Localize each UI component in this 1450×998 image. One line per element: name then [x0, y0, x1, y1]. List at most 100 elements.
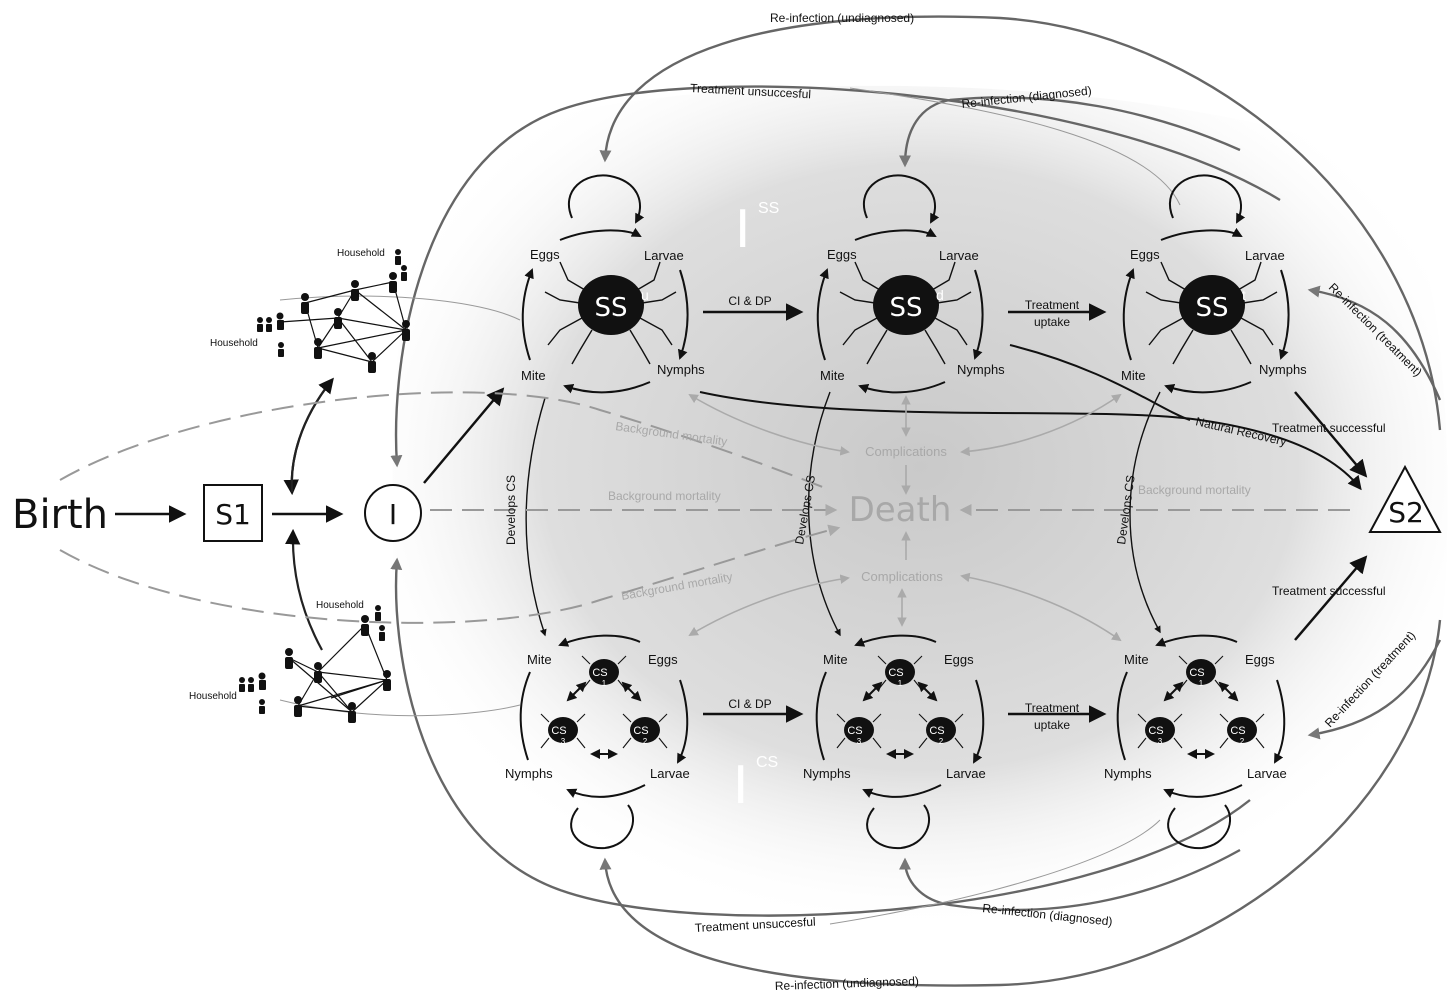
cst-lifecycle: CS CS CS 1 3 2 Mite Eggs Larvae Nymphs [1104, 634, 1287, 850]
cst-mite: Mite [1124, 652, 1149, 667]
ssd-lifecycle: SS d Eggs Larvae Nymphs Mite [816, 174, 1005, 394]
iss-label: I [735, 200, 750, 260]
cst-cs1: CS [1189, 667, 1204, 679]
ssd-larvae: Larvae [939, 248, 979, 263]
sst-sup: t [1242, 287, 1246, 303]
csu-n1: 1 [602, 679, 607, 688]
cst-eggs: Eggs [1245, 652, 1275, 667]
reinfection-diagnosed-top-arc [899, 96, 1241, 168]
ssu-larvae: Larvae [644, 248, 684, 263]
s1-label: S1 [215, 498, 251, 531]
ci-dp-bottom-label: CI & DP [728, 697, 771, 711]
reinfection-undiagnosed-bottom-arc [599, 619, 1442, 987]
household-network-top: Household Household [210, 248, 410, 373]
i-circle [364, 484, 422, 542]
bg-mortality-bottom-line [59, 524, 841, 624]
sst-nymphs: Nymphs [1259, 362, 1307, 377]
ssu-mite: Mite [521, 368, 546, 383]
treatment-successful-top-label: Treatment successful [1272, 421, 1386, 435]
household-network-bottom: Household Household [189, 600, 391, 723]
reinfection-undiagnosed-top-label: Re-infection (undiagnosed) [770, 11, 914, 25]
treatment-unsuccessful-top-thin [849, 87, 1181, 206]
ics-superscript: CS [756, 754, 778, 771]
bg-mortality-top-line [59, 391, 831, 491]
ssu-eggs: Eggs [530, 247, 560, 262]
cst-cs3: CS [1148, 725, 1163, 737]
csd-cs2: CS [929, 725, 944, 737]
ssd-ss-text: SS [889, 293, 922, 323]
csd-n2: 2 [939, 737, 944, 746]
s1-box [203, 484, 263, 542]
ics-label: I [733, 756, 748, 816]
cst-mites-icon [1137, 655, 1265, 749]
treatment-unsuccessful-bottom-thin [829, 819, 1161, 925]
csd-cs3: CS [847, 725, 862, 737]
complications-bottom-label: Complications [861, 569, 943, 584]
csd-n3: 3 [857, 737, 862, 746]
treatment-uptake-top-2: uptake [1034, 315, 1070, 329]
csd-larvae: Larvae [946, 766, 986, 781]
ssd-mite: Mite [820, 368, 845, 383]
develops-cs-3-arrow [1129, 391, 1161, 634]
csu-complications-arrow [688, 574, 850, 636]
reinfection-treatment-top-arc [1307, 285, 1442, 401]
csu-larvae: Larvae [650, 766, 690, 781]
csu-n2: 2 [643, 737, 648, 746]
death-label: Death [849, 490, 952, 530]
csu-cs2: CS [633, 725, 648, 737]
household-label-4: Household [189, 691, 237, 702]
network-bottom-to-s1-arrow [284, 528, 323, 651]
ssu-lifecycle: SS u Eggs Larvae Nymphs Mite [521, 174, 705, 394]
sst-larvae: Larvae [1245, 248, 1285, 263]
csu-cs1: CS [592, 667, 607, 679]
cst-cs2: CS [1230, 725, 1245, 737]
sst-eggs: Eggs [1130, 247, 1160, 262]
csd-eggs: Eggs [944, 652, 974, 667]
ssu-sup: u [641, 287, 649, 303]
sst-complications-arrow [960, 393, 1122, 457]
main-flow-arrows [115, 303, 1368, 723]
csu-nymphs: Nymphs [505, 766, 553, 781]
bg-mortality-right-label: Background mortality [1138, 483, 1251, 497]
reinfection-undiagnosed-top-arc [599, 15, 1442, 431]
ssd-mite-icon [873, 275, 939, 335]
i-to-ssu-arrow [423, 387, 505, 484]
ssu-nymphs: Nymphs [657, 362, 705, 377]
reinfection-diagnosed-bottom-arc [899, 848, 1241, 912]
sst-to-s2-arrow [1294, 391, 1368, 478]
csd-cs1: CS [888, 667, 903, 679]
ssd-nymphs: Nymphs [957, 362, 1005, 377]
develops-cs-1-arrow [525, 397, 547, 637]
treatment-unsuccessful-top-label: Treatment unsuccesful [690, 81, 812, 101]
treatment-uptake-top-1: Treatment [1025, 298, 1080, 312]
csu-cs3: CS [551, 725, 566, 737]
iss-superscript: SS [758, 200, 779, 217]
ssd-eggs: Eggs [827, 247, 857, 262]
ssu-mite-icon [578, 275, 644, 335]
sst-ss-text: SS [1195, 293, 1228, 323]
cst-complications-arrow [960, 572, 1122, 642]
csd-lifecycle: CS CS CS 1 3 2 Mite Eggs Larvae Nymphs [803, 634, 986, 850]
natural-recovery-branch [1009, 344, 1191, 421]
csu-mite: Mite [527, 652, 552, 667]
develops-cs-1-label: Develops CS [504, 475, 518, 545]
cst-nymphs: Nymphs [1104, 766, 1152, 781]
treatment-uptake-bottom-2: uptake [1034, 718, 1070, 732]
household-label-3: Household [316, 600, 364, 611]
cst-n1: 1 [1199, 679, 1204, 688]
cst-n3: 3 [1158, 737, 1163, 746]
csu-n3: 3 [561, 737, 566, 746]
network-top-to-s1-arrow [283, 379, 333, 496]
ssu-complications-arrow [688, 394, 850, 456]
birth-label: Birth [12, 492, 108, 538]
ssd-sup: d [936, 287, 944, 303]
s2-triangle [1368, 464, 1442, 533]
csd-nymphs: Nymphs [803, 766, 851, 781]
network-top-connector [279, 295, 521, 321]
complications-top-label: Complications [865, 444, 947, 459]
household-label-1: Household [337, 248, 385, 259]
cst-to-s2-arrow [1294, 555, 1368, 641]
sst-lifecycle: SS t Eggs Larvae Nymphs Mite [1121, 174, 1307, 394]
s2-label: S2 [1388, 496, 1424, 529]
